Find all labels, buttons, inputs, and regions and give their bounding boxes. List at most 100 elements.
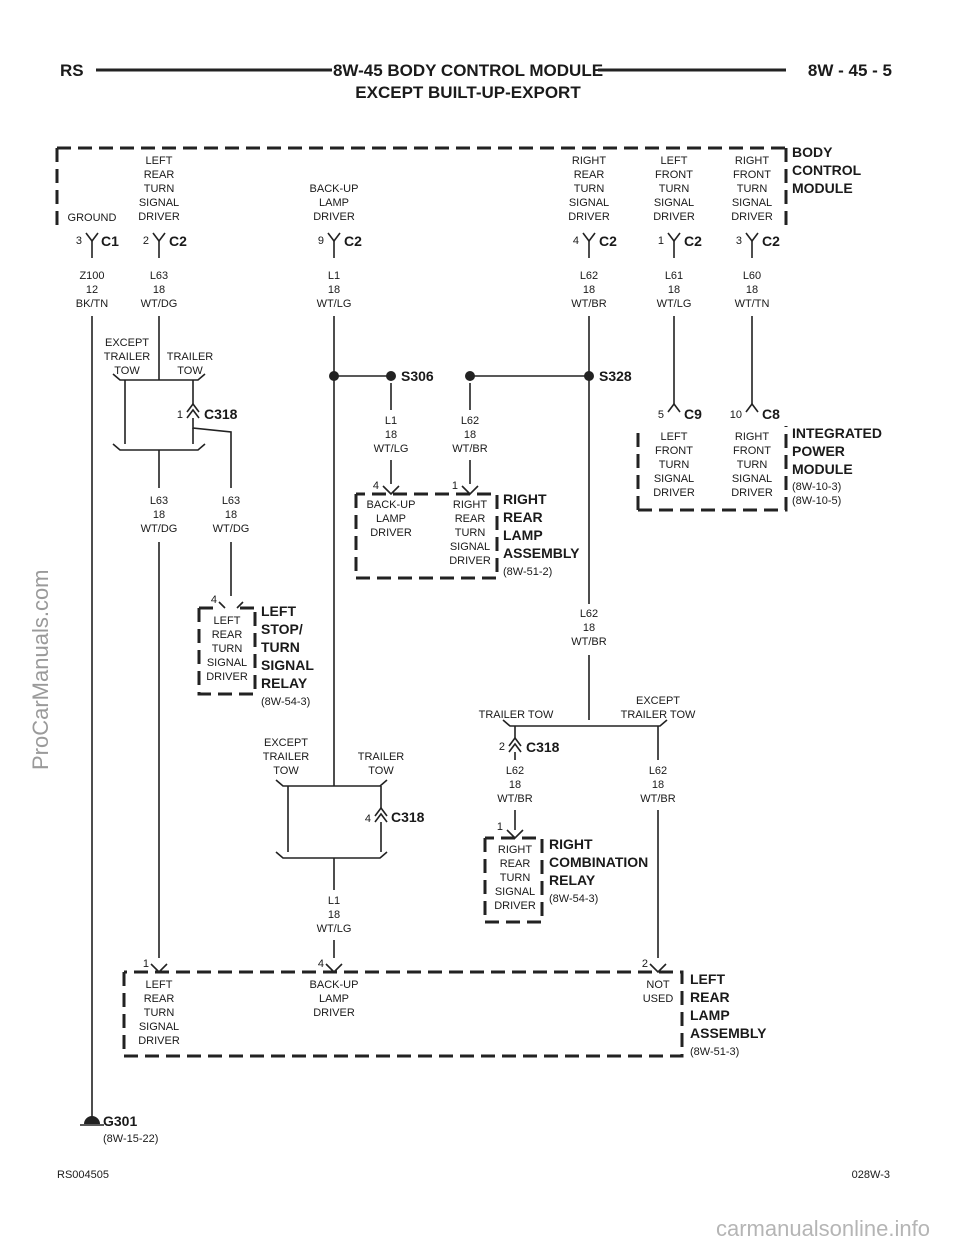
- svg-text:RIGHT: RIGHT: [498, 844, 533, 856]
- svg-text:L62: L62: [649, 765, 667, 777]
- integrated-power-module: LEFT FRONT TURN SIGNAL DRIVER RIGHT FRON…: [636, 425, 882, 512]
- left-stop-turn-signal-relay: 4 LEFT REAR TURN SIGNAL DRIVER LEFT STOP…: [197, 594, 314, 708]
- switch-label-except-trailer-right: EXCEPT TRAILER TOW: [621, 695, 696, 721]
- svg-text:1: 1: [143, 958, 149, 970]
- switch-bar-right: [502, 719, 668, 727]
- svg-text:C1: C1: [101, 233, 119, 249]
- svg-text:FRONT: FRONT: [655, 169, 693, 181]
- connector-c318-pin4: 4 C318: [365, 786, 425, 852]
- svg-text:TURN: TURN: [212, 643, 243, 655]
- svg-text:EXCEPT: EXCEPT: [264, 737, 308, 749]
- left-rear-lamp-assembly: 1 4 2 LEFT REAR TURN SIGNAL DRIVER BACK-…: [122, 958, 767, 1058]
- connector-c318-pin1: 1 C318: [177, 380, 238, 422]
- svg-text:C2: C2: [599, 233, 617, 249]
- svg-text:L63: L63: [222, 495, 240, 507]
- svg-text:RELAY: RELAY: [549, 872, 596, 888]
- svg-text:REAR: REAR: [455, 513, 486, 525]
- svg-text:1: 1: [452, 480, 458, 492]
- svg-text:DRIVER: DRIVER: [138, 1035, 180, 1047]
- footer-right: 028W-3: [852, 1169, 890, 1181]
- svg-text:FRONT: FRONT: [655, 445, 693, 457]
- svg-text:LAMP: LAMP: [319, 993, 349, 1005]
- wire-label-l60: L60 18 WT/TN: [735, 270, 770, 310]
- svg-text:4: 4: [373, 480, 379, 492]
- svg-text:1: 1: [658, 235, 664, 247]
- svg-text:RIGHT: RIGHT: [549, 836, 593, 852]
- svg-text:TRAILER TOW: TRAILER TOW: [621, 709, 696, 721]
- svg-text:WT/LG: WT/LG: [317, 298, 352, 310]
- svg-text:10: 10: [730, 409, 742, 421]
- bcm-connector-c2-pin2: 2 C2: [143, 232, 187, 249]
- wire-label-l1-rrla: L1 18 WT/LG: [374, 415, 409, 455]
- header-title-line1: 8W-45 BODY CONTROL MODULE: [333, 61, 603, 80]
- svg-text:L1: L1: [328, 270, 340, 282]
- svg-text:POWER: POWER: [792, 443, 845, 459]
- svg-text:C2: C2: [344, 233, 362, 249]
- bottom-watermark: carmanualsonline.info: [716, 1216, 930, 1241]
- header-left-code: RS: [60, 61, 84, 80]
- svg-text:18: 18: [746, 284, 758, 296]
- svg-text:LEFT: LEFT: [661, 155, 688, 167]
- svg-text:18: 18: [652, 779, 664, 791]
- svg-text:EXCEPT: EXCEPT: [636, 695, 680, 707]
- svg-text:(8W-51-3): (8W-51-3): [690, 1046, 739, 1058]
- bcm-connector-c1-pin3: 3 C1: [76, 232, 119, 249]
- switch-label-except-trailer-left: EXCEPT TRAILER TOW: [104, 337, 151, 377]
- svg-text:WT/DG: WT/DG: [141, 298, 178, 310]
- svg-text:TOW: TOW: [177, 365, 203, 377]
- bcm-name: BODY CONTROL MODULE: [792, 144, 862, 196]
- svg-text:18: 18: [153, 509, 165, 521]
- svg-text:TURN: TURN: [144, 183, 175, 195]
- svg-text:18: 18: [668, 284, 680, 296]
- svg-text:DRIVER: DRIVER: [206, 671, 248, 683]
- svg-text:FRONT: FRONT: [733, 445, 771, 457]
- wire-l63-trailer-branch: [192, 418, 232, 488]
- wire-label-l62-top: L62 18 WT/BR: [571, 270, 606, 310]
- svg-text:TURN: TURN: [659, 459, 690, 471]
- svg-text:2: 2: [499, 741, 505, 753]
- svg-text:LAMP: LAMP: [503, 527, 543, 543]
- svg-text:LEFT: LEFT: [661, 431, 688, 443]
- bcm-pin-label-ground: GROUND: [68, 212, 117, 224]
- svg-text:DRIVER: DRIVER: [370, 527, 412, 539]
- svg-text:REAR: REAR: [574, 169, 605, 181]
- svg-text:3: 3: [76, 235, 82, 247]
- svg-text:L60: L60: [743, 270, 761, 282]
- svg-text:RIGHT: RIGHT: [572, 155, 607, 167]
- svg-text:L61: L61: [665, 270, 683, 282]
- svg-text:TURN: TURN: [500, 872, 531, 884]
- svg-text:DRIVER: DRIVER: [568, 211, 610, 223]
- svg-text:WT/TN: WT/TN: [735, 298, 770, 310]
- switch-bar-top-mid: [275, 779, 388, 787]
- svg-text:LEFT: LEFT: [146, 155, 173, 167]
- svg-text:18: 18: [509, 779, 521, 791]
- svg-text:WT/LG: WT/LG: [317, 923, 352, 935]
- svg-text:RIGHT: RIGHT: [503, 491, 547, 507]
- svg-text:WT/BR: WT/BR: [640, 793, 675, 805]
- svg-text:18: 18: [583, 284, 595, 296]
- svg-text:C318: C318: [526, 739, 560, 755]
- bcm-connector-c2-pin9: 9 C2: [318, 232, 362, 249]
- svg-text:WT/LG: WT/LG: [657, 298, 692, 310]
- svg-text:SIGNAL: SIGNAL: [139, 1021, 179, 1033]
- svg-text:2: 2: [642, 958, 648, 970]
- svg-text:S306: S306: [401, 368, 434, 384]
- bcm-connector-c2-pin3: 3 C2: [736, 232, 780, 249]
- ground-icon: [84, 1116, 100, 1124]
- svg-text:REAR: REAR: [144, 993, 175, 1005]
- wire-label-l63-top: L63 18 WT/DG: [141, 270, 178, 310]
- svg-text:TURN: TURN: [737, 459, 768, 471]
- svg-text:REAR: REAR: [690, 989, 730, 1005]
- svg-text:MODULE: MODULE: [792, 461, 853, 477]
- svg-text:SIGNAL: SIGNAL: [569, 197, 609, 209]
- right-rear-lamp-assembly: 4 1 BACK-UP LAMP DRIVER RIGHT REAR TURN …: [354, 480, 580, 580]
- svg-text:DRIVER: DRIVER: [653, 211, 695, 223]
- svg-text:TURN: TURN: [574, 183, 605, 195]
- svg-text:LEFT: LEFT: [146, 979, 173, 991]
- connector-c8: 10 C8: [730, 402, 780, 422]
- svg-text:SIGNAL: SIGNAL: [450, 541, 490, 553]
- wire-label-l63-right: L63 18 WT/DG: [213, 495, 250, 535]
- svg-text:RELAY: RELAY: [261, 675, 308, 691]
- wire-label-l62-rrla: L62 18 WT/BR: [452, 415, 487, 455]
